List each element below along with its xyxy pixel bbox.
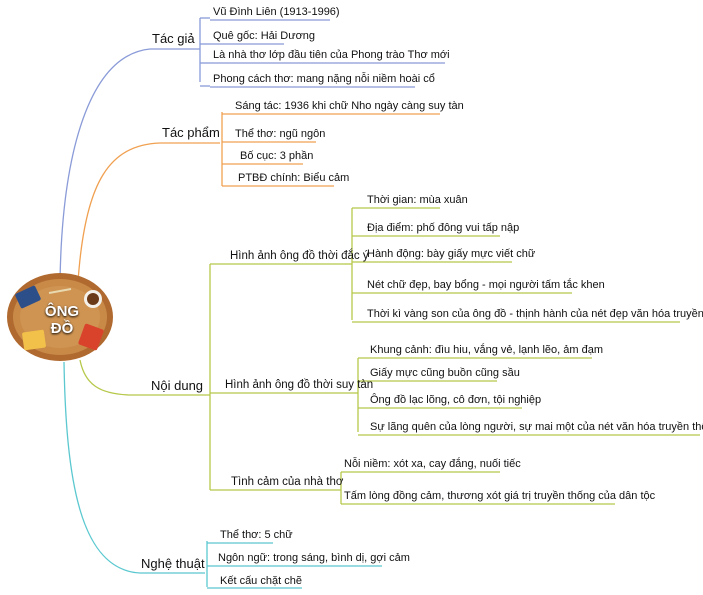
noi-dung-item: Địa điểm: phố đông vui tấp nập — [367, 222, 520, 234]
noi-dung-item: Sự lãng quên của lòng người, sự mai một … — [370, 421, 703, 433]
tac-pham-item: Sáng tác: 1936 khi chữ Nho ngày càng suy… — [235, 100, 464, 112]
nghe-thuat-item: Ngôn ngữ: trong sáng, bình dị, gợi cảm — [218, 552, 410, 564]
noi-dung-item: Khung cảnh: đìu hiu, vắng vẻ, lạnh lẽo, … — [370, 344, 603, 356]
branch-tac-gia: Tác giả — [152, 31, 195, 46]
desk-illustration-icon — [7, 273, 113, 361]
noi-dung-item: Ông đồ lạc lõng, cô đơn, tội nghiệp — [370, 394, 542, 406]
noi-dung-item: Thời gian: mùa xuân — [367, 194, 468, 206]
nghe-thuat-item: Thể thơ: 5 chữ — [220, 529, 293, 541]
noi-dung-sub-label: Hình ảnh ông đồ thời đắc ý — [230, 250, 369, 262]
noi-dung-item: Nét chữ đẹp, bay bổng - mọi người tấm tắ… — [367, 279, 605, 291]
tac-gia-item: Quê gốc: Hải Dương — [213, 30, 316, 42]
noi-dung-item: Hành động: bày giấy mực viết chữ — [367, 248, 536, 260]
noi-dung-item: Tấm lòng đồng cảm, thương xót giá trị tr… — [344, 490, 656, 502]
noi-dung-item: Nỗi niềm: xót xa, cay đắng, nuối tiếc — [344, 458, 521, 470]
noi-dung-sub-label: Hình ảnh ông đồ thời suy tàn — [225, 379, 374, 391]
noi-dung-item: Thời kì vàng son của ông đồ - thịnh hành… — [367, 308, 703, 320]
branch-nghe-thuat: Nghệ thuật — [141, 556, 205, 571]
tac-pham-item: PTBĐ chính: Biểu cảm — [238, 172, 350, 184]
noi-dung-sub-label: Tình cảm của nhà thơ — [231, 476, 344, 488]
tac-pham-item: Bố cục: 3 phần — [240, 150, 314, 162]
tac-gia-item: Là nhà thơ lớp đầu tiên của Phong trào T… — [213, 49, 450, 61]
center-node — [5, 271, 115, 363]
noi-dung-connectors — [79, 207, 700, 505]
nghe-thuat-item: Kết cấu chặt chẽ — [220, 575, 302, 587]
tac-pham-connectors — [77, 112, 440, 283]
branch-noi-dung: Nội dung — [151, 378, 204, 393]
center-title: ÔNG ĐỒ — [44, 303, 80, 337]
tac-gia-item: Vũ Đình Liên (1913-1996) — [213, 6, 340, 18]
tac-gia-item: Phong cách thơ: mang nặng nỗi niềm hoài … — [213, 73, 435, 85]
branch-tac-pham: Tác phẩm — [162, 125, 220, 140]
nghe-thuat-connectors — [63, 361, 382, 589]
tac-gia-connectors — [59, 17, 445, 283]
noi-dung-item: Giấy mực cũng buồn cũng sầu — [370, 367, 520, 379]
tac-pham-item: Thể thơ: ngũ ngôn — [235, 128, 326, 140]
